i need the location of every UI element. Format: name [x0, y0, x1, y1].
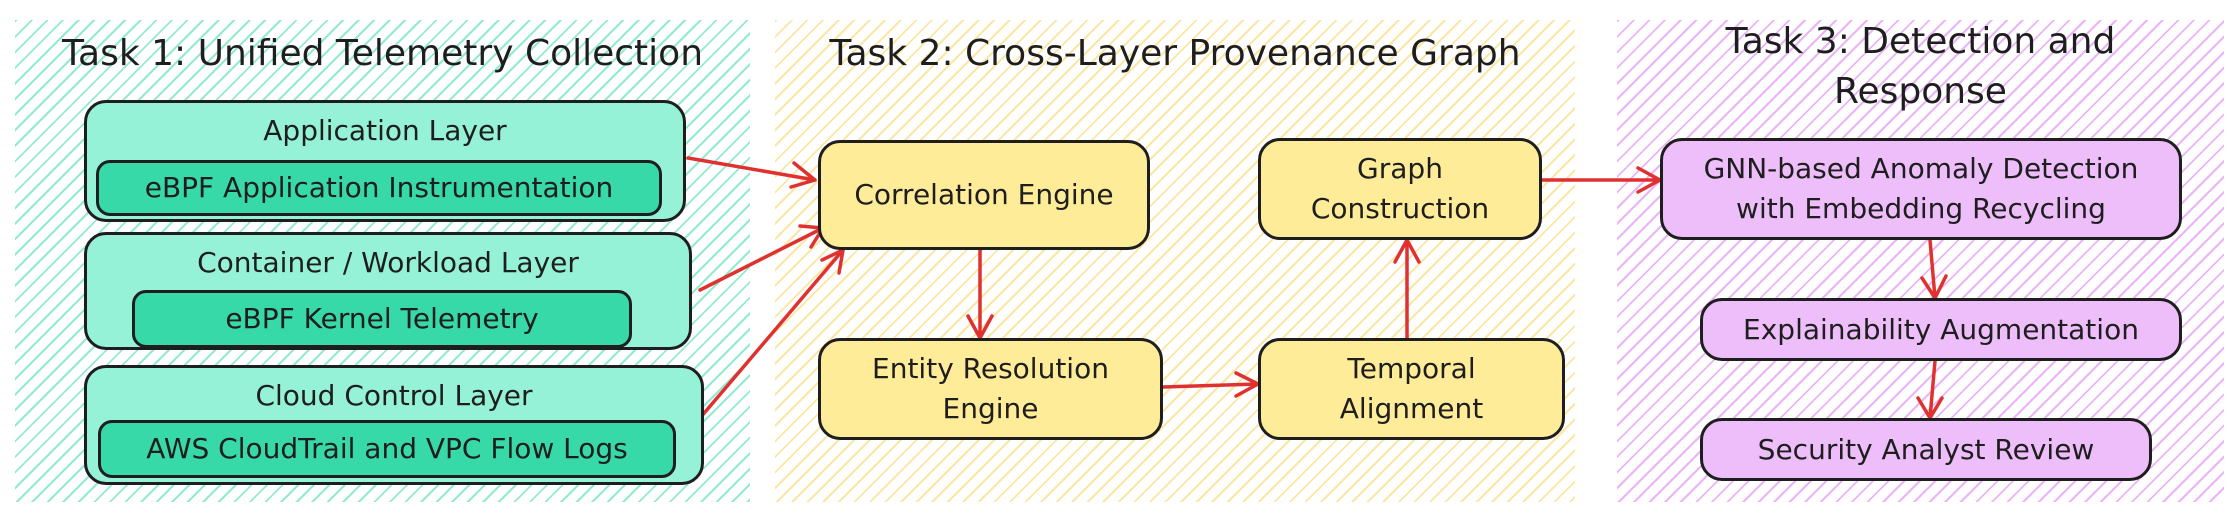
ebpf-kernel-telemetry-box: eBPF Kernel Telemetry	[132, 290, 632, 348]
task3-title-line1: Task 3: Detection and	[1725, 21, 2116, 62]
correlation-engine-box: Correlation Engine	[818, 140, 1150, 250]
entity-resolution-line2: Engine	[942, 392, 1039, 425]
graph-construction-box: Graph Construction	[1258, 138, 1542, 240]
task2-title: Task 2: Cross-Layer Provenance Graph	[829, 33, 1521, 74]
arrow-application-to-correlation	[686, 156, 817, 189]
temporal-alignment-line2: Alignment	[1339, 392, 1484, 425]
arrow-cloud-to-correlation	[698, 248, 845, 420]
arrow-gnn-to-explainability	[1920, 238, 1948, 300]
entity-resolution-engine-box: Entity Resolution Engine	[818, 338, 1163, 440]
temporal-alignment-line1: Temporal	[1347, 352, 1476, 385]
ebpf-application-instrumentation-box: eBPF Application Instrumentation	[96, 160, 662, 216]
arrow-graph-to-gnn	[1540, 166, 1662, 194]
task3-title-line2: Response	[1834, 71, 2007, 112]
gnn-line1: GNN-based Anomaly Detection	[1703, 152, 2139, 185]
container-layer-label: Container / Workload Layer	[197, 246, 579, 279]
temporal-alignment-box: Temporal Alignment	[1258, 338, 1565, 440]
entity-resolution-line1: Entity Resolution	[872, 352, 1109, 385]
graph-construction-line2: Construction	[1310, 192, 1490, 225]
arrow-correlation-to-entity	[966, 248, 994, 340]
gnn-anomaly-detection-box: GNN-based Anomaly Detection with Embeddi…	[1660, 138, 2182, 240]
application-layer-label: Application Layer	[263, 114, 507, 147]
arrow-temporal-to-graph	[1393, 238, 1421, 340]
cloud-control-layer-label: Cloud Control Layer	[255, 379, 533, 412]
aws-cloudtrail-vpc-box: AWS CloudTrail and VPC Flow Logs	[98, 420, 676, 478]
arrow-entity-to-temporal	[1161, 371, 1260, 398]
task1-title: Task 1: Unified Telemetry Collection	[61, 33, 704, 74]
security-analyst-review-box: Security Analyst Review	[1700, 418, 2152, 481]
graph-construction-line1: Graph	[1357, 152, 1443, 185]
arrow-explainability-to-review	[1916, 359, 1944, 420]
arrow-container-to-correlation	[698, 224, 825, 292]
explainability-augmentation-box: Explainability Augmentation	[1700, 298, 2182, 361]
gnn-line2: with Embedding Recycling	[1736, 192, 2106, 225]
